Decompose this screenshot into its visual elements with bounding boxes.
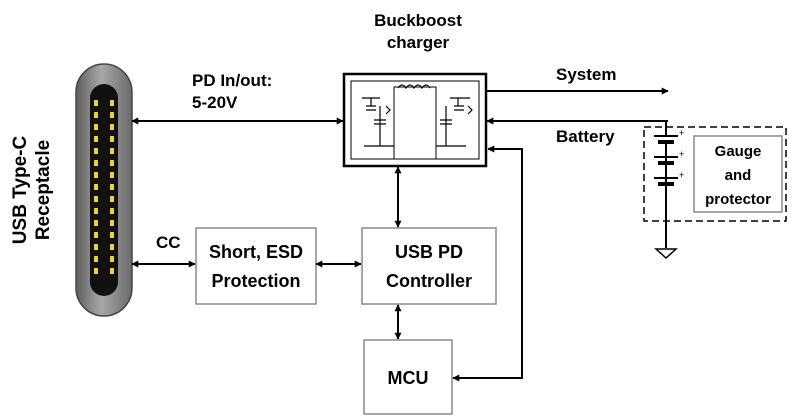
gauge-label-line3: protector bbox=[705, 191, 771, 208]
pd-controller-label-line1: USB PD bbox=[395, 242, 463, 262]
battery-label: Battery bbox=[556, 127, 615, 146]
receptacle-label: USB Type-C Receptacle bbox=[10, 136, 54, 245]
svg-text:+: + bbox=[679, 149, 684, 159]
cc-label: CC bbox=[156, 233, 181, 252]
receptacle-label-line1: USB Type-C bbox=[10, 136, 31, 245]
usb-type-c-receptacle bbox=[75, 63, 133, 317]
battery-cells: + + + bbox=[653, 128, 684, 248]
charger-label-line1: Buckboost bbox=[374, 11, 462, 30]
mcu-label: MCU bbox=[388, 368, 429, 388]
svg-text:+: + bbox=[679, 128, 684, 138]
gauge-protector-box: Gauge and protector bbox=[693, 135, 783, 213]
receptacle-pins bbox=[94, 100, 114, 274]
protection-label-line1: Short, ESD bbox=[209, 242, 303, 262]
short-esd-protection-box: Short, ESD Protection bbox=[195, 227, 317, 305]
protection-label-line2: Protection bbox=[211, 271, 300, 291]
system-label: System bbox=[556, 65, 616, 84]
gauge-label-line1: Gauge bbox=[715, 143, 762, 160]
ground-icon bbox=[654, 248, 678, 260]
usb-pd-controller-box: USB PD Controller bbox=[361, 227, 497, 305]
receptacle-label-line2: Receptacle bbox=[33, 140, 54, 240]
buckboost-charger-block bbox=[342, 72, 488, 168]
mcu-box: MCU bbox=[363, 339, 453, 415]
pd-controller-label-line2: Controller bbox=[386, 271, 472, 291]
battery-pack-dashed-outline bbox=[643, 126, 787, 222]
pd-link-label-line1: PD In/out: bbox=[192, 71, 272, 90]
pd-link-label-line2: 5-20V bbox=[192, 93, 238, 112]
charger-label-line2: charger bbox=[387, 33, 450, 52]
gauge-label-line2: and bbox=[725, 167, 752, 184]
svg-text:+: + bbox=[679, 170, 684, 180]
mcu-charger-control-arrow bbox=[452, 145, 523, 382]
